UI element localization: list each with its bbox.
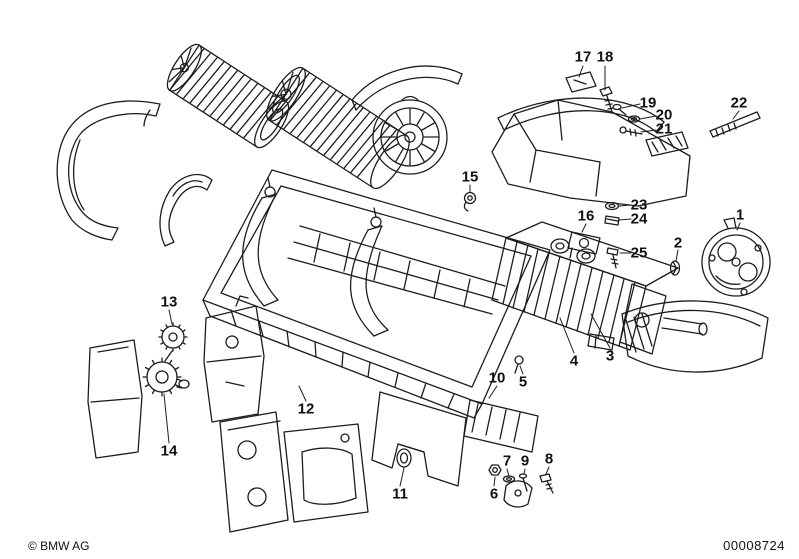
- mounting-plate-hatch: [645, 131, 689, 157]
- leader-lines: [163, 65, 741, 487]
- mounting-plate: [203, 295, 265, 423]
- blower-wheel-left: [166, 43, 290, 149]
- bottom-panel-right: [283, 423, 369, 523]
- copyright-text: © BMW AG: [28, 539, 90, 553]
- top-strap: [351, 65, 463, 111]
- upper-air-duct: [491, 97, 691, 207]
- side-bracket: [87, 339, 143, 459]
- lower-shell: [587, 300, 769, 373]
- blower-end-drum: [372, 95, 448, 175]
- crescent-strip: [159, 173, 213, 247]
- diagram-number: 00008724: [723, 538, 785, 553]
- blower-wheel-right: [266, 66, 410, 190]
- hatched-cover: [463, 399, 539, 453]
- toothed-wheel-small: [158, 322, 188, 352]
- retaining-strap-1: [242, 177, 279, 307]
- main-housing: [202, 169, 551, 419]
- shroud-cover: [56, 100, 161, 241]
- end-flange: [701, 217, 771, 297]
- retaining-strap-2: [350, 207, 389, 337]
- bottom-air-duct: [371, 391, 467, 487]
- toothed-wheel-large: [142, 357, 190, 397]
- pivot-bracket: [503, 480, 533, 508]
- heater-core: [491, 221, 679, 351]
- bottom-panel-left: [219, 411, 289, 533]
- fasteners: [463, 71, 761, 494]
- gear-link-line: [164, 350, 173, 362]
